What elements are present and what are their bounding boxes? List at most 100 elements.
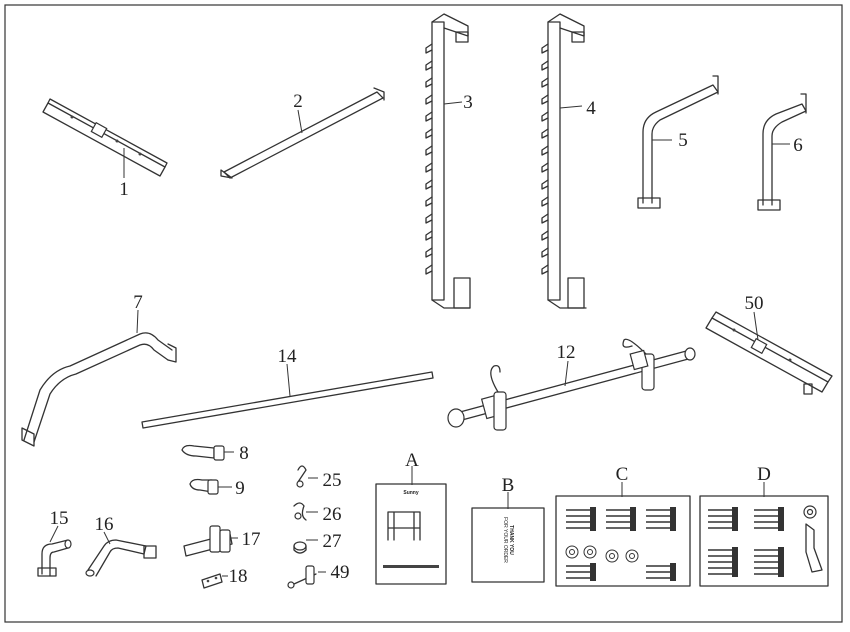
peg: [541, 60, 549, 71]
part-5-bracket: [637, 75, 719, 209]
part-label-D: D: [757, 464, 771, 485]
nut: [630, 507, 636, 513]
peg: [425, 43, 433, 54]
part-4-upright: [541, 13, 587, 309]
part-8-hook: [181, 444, 234, 461]
part-label-B: B: [502, 475, 515, 496]
washer-hole: [569, 549, 575, 555]
part-label-8: 8: [239, 443, 249, 464]
peg: [425, 247, 433, 258]
part-14-rod: [141, 363, 434, 429]
part-label-25: 25: [323, 470, 342, 491]
nut: [590, 525, 596, 531]
part-label-A: A: [405, 450, 419, 471]
part-label-14: 14: [278, 346, 298, 367]
part-26-clip: [293, 502, 318, 521]
nut: [732, 513, 738, 519]
peg: [541, 196, 549, 207]
part-7-arm: [21, 309, 177, 447]
peg: [425, 145, 433, 156]
item-C-hardware: [555, 482, 691, 587]
nut: [670, 519, 676, 525]
peg: [425, 77, 433, 88]
peg: [425, 162, 433, 173]
peg: [425, 264, 433, 275]
item-D-hardware: [699, 482, 829, 587]
nut: [590, 513, 596, 519]
part-2-bar: [220, 87, 385, 179]
peg: [541, 179, 549, 190]
nut: [778, 525, 784, 531]
nut: [590, 575, 596, 581]
peg: [541, 94, 549, 105]
washer-hole: [609, 553, 615, 559]
thank-you-line2: FOR YOUR ORDER: [502, 517, 508, 563]
part-label-7: 7: [133, 292, 143, 313]
nut: [732, 547, 738, 553]
part-12-bar: [447, 338, 696, 431]
nut: [590, 519, 596, 525]
part-label-6: 6: [793, 135, 803, 156]
nut: [670, 569, 676, 575]
thank-you-line1: THANK YOU: [508, 525, 514, 555]
nut: [778, 553, 784, 559]
part-label-2: 2: [293, 91, 303, 112]
nut: [732, 571, 738, 577]
nut: [590, 507, 596, 513]
washer-hole: [629, 553, 635, 559]
part-label-4: 4: [586, 98, 596, 119]
item-A-manual: [375, 466, 447, 585]
part-15-handle: [37, 525, 72, 577]
nut: [732, 553, 738, 559]
nut: [590, 569, 596, 575]
peg: [541, 230, 549, 241]
peg: [425, 60, 433, 71]
nut: [778, 571, 784, 577]
nut: [630, 519, 636, 525]
peg: [541, 247, 549, 258]
part-label-C: C: [616, 464, 629, 485]
part-16-handle: [85, 531, 157, 577]
peg: [425, 213, 433, 224]
peg: [541, 128, 549, 139]
nut: [670, 525, 676, 531]
nut: [778, 507, 784, 513]
peg: [541, 111, 549, 122]
diagram-frame: [4, 4, 843, 623]
part-18-plate: [201, 573, 228, 589]
part-label-18: 18: [229, 566, 248, 587]
nut: [732, 565, 738, 571]
part-label-27: 27: [323, 531, 342, 552]
part-label-12: 12: [557, 342, 576, 363]
part-label-26: 26: [323, 504, 342, 525]
peg: [541, 264, 549, 275]
part-label-17: 17: [242, 529, 261, 550]
nut: [778, 565, 784, 571]
part-9-hook: [189, 478, 232, 495]
nut: [670, 575, 676, 581]
nut: [590, 563, 596, 569]
peg: [541, 77, 549, 88]
nut: [732, 507, 738, 513]
part-6-bracket: [757, 93, 807, 211]
peg: [425, 128, 433, 139]
nut: [670, 513, 676, 519]
part-label-50: 50: [745, 293, 764, 314]
part-label-49: 49: [331, 562, 350, 583]
peg: [541, 213, 549, 224]
part-label-16: 16: [95, 514, 114, 535]
part-1-crossbar: [42, 98, 168, 178]
nut: [778, 547, 784, 553]
peg: [425, 111, 433, 122]
peg: [541, 162, 549, 173]
nut: [670, 563, 676, 569]
peg: [425, 94, 433, 105]
nut: [630, 525, 636, 531]
nut: [732, 525, 738, 531]
part-27-cap: [293, 539, 318, 554]
peg: [541, 43, 549, 54]
part-label-15: 15: [50, 508, 69, 529]
part-49-pin: [287, 565, 326, 589]
